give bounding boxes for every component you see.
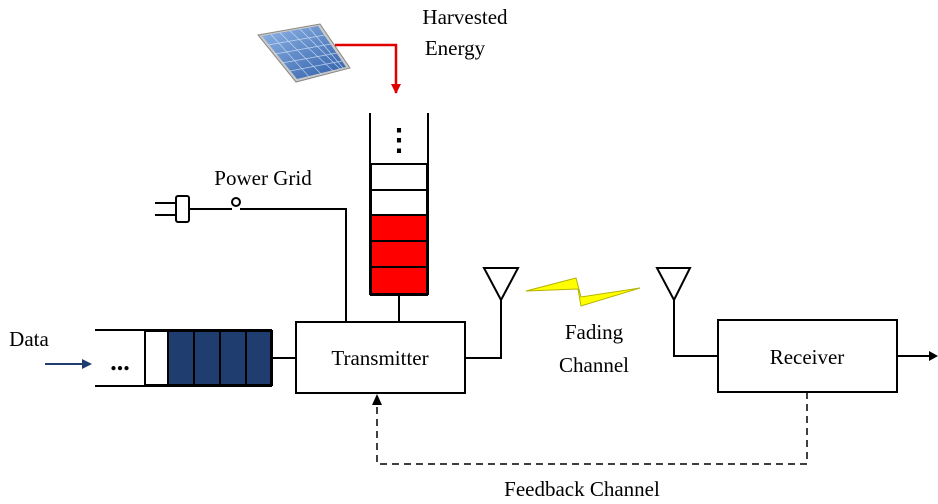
energy-slot-filled	[370, 240, 428, 268]
power-grid-line	[240, 208, 347, 322]
energy-slot-empty	[370, 189, 428, 216]
tx-antenna-icon	[482, 267, 520, 303]
power-plug-icon	[155, 195, 241, 223]
energy-slot-empty	[370, 163, 428, 191]
data-slot-filled	[245, 330, 272, 386]
feedback-arrowhead	[372, 394, 382, 405]
data-slot-empty	[144, 330, 169, 386]
fading-channel-label-line2: Channel	[559, 353, 629, 377]
energy-slot-filled	[370, 266, 428, 295]
data-queue: ...	[95, 329, 273, 387]
harvested-energy-arrow	[335, 43, 401, 94]
solar-panel-icon	[257, 23, 351, 83]
receiver-output-arrow	[897, 351, 938, 361]
data-label: Data	[9, 327, 49, 351]
data-slot-filled	[219, 330, 247, 386]
energy-queue: ⋮	[369, 113, 429, 296]
data-queue-dots: ...	[110, 347, 130, 376]
fading-channel-label-line1: Fading	[565, 320, 624, 344]
energy-queue-dots: ⋮	[384, 124, 414, 157]
data-slot-filled	[167, 330, 195, 386]
feedback-channel-line	[376, 392, 808, 465]
energy-slot-filled	[370, 214, 428, 242]
transmitter-block: Transmitter	[295, 321, 466, 394]
feedback-channel-label: Feedback Channel	[504, 477, 660, 501]
harvested-energy-label-line1: Harvested	[422, 5, 508, 29]
data-slot-filled	[193, 330, 221, 386]
fading-bolt-icon	[525, 277, 641, 307]
receiver-label: Receiver	[770, 345, 845, 369]
rx-antenna-icon	[655, 267, 692, 303]
tx-antenna-feed	[465, 300, 502, 359]
harvested-energy-label-line2: Energy	[425, 36, 486, 60]
rx-antenna-feed	[673, 300, 718, 357]
receiver-block: Receiver	[717, 319, 898, 393]
data-input-arrow	[45, 359, 92, 369]
transmitter-label: Transmitter	[331, 346, 428, 370]
power-grid-label: Power Grid	[214, 166, 312, 190]
